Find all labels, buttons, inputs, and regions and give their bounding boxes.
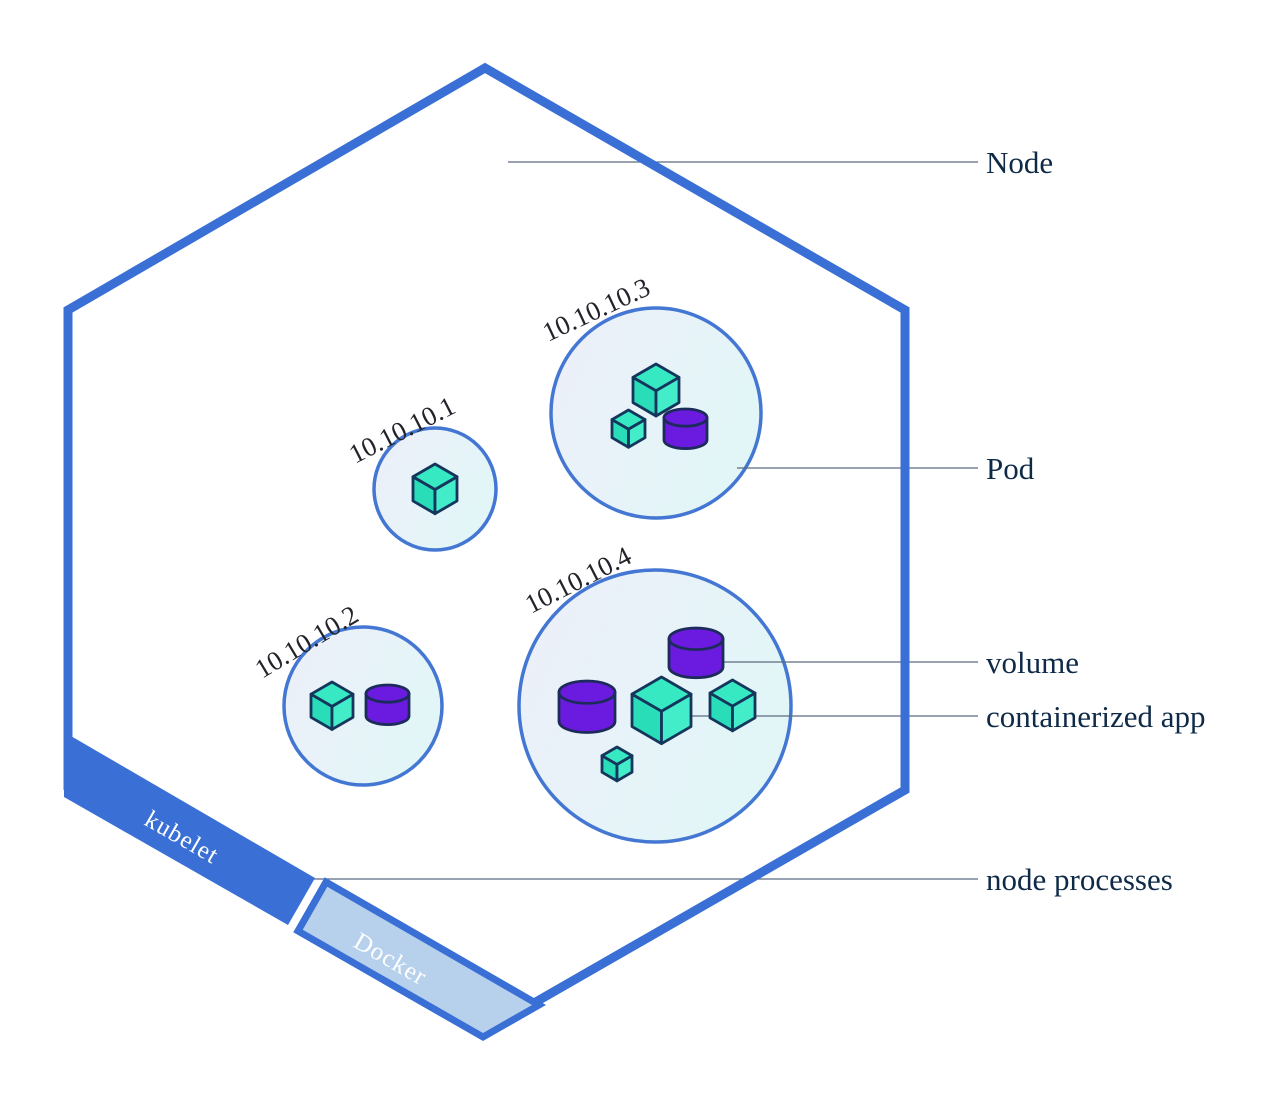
kubelet-band [64,732,315,925]
pod-label: Pod [986,451,1035,486]
containerized-app-cube-icon [709,679,756,732]
containerized-app-cube-icon [601,746,633,782]
docker-band [293,877,547,1042]
pod-2-circle [282,625,444,787]
pod-2 [282,625,444,787]
containerized-app-label: containerized app [986,699,1205,734]
node-label: Node [986,145,1053,180]
containerized-app-cube-icon [412,463,458,515]
volume-label: volume [986,645,1079,680]
containerized-app-cube-icon [310,681,354,731]
volume-cylinder-icon [558,680,616,734]
volume-cylinder-icon [668,627,724,679]
containerized-app-cube-icon [632,363,680,417]
containerized-app-cube-icon [611,409,646,448]
volume-cylinder-icon [365,684,410,726]
node-hexagon-border [63,62,910,1034]
node-processes-label: node processes [986,862,1173,897]
volume-cylinder-icon [663,408,708,450]
